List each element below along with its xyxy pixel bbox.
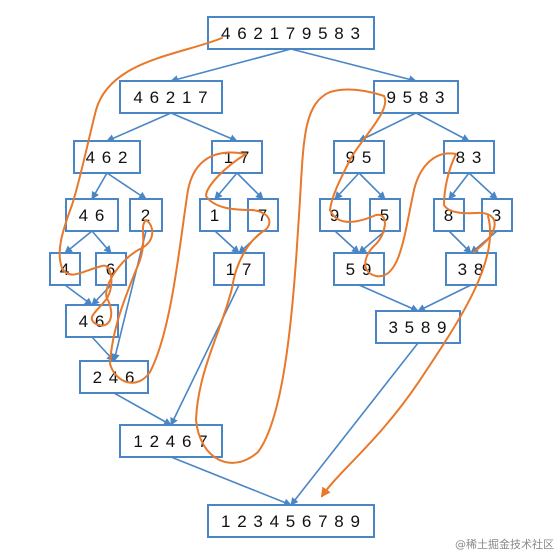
node-label: 8 3 bbox=[456, 148, 483, 167]
node-label: 4 6 bbox=[79, 312, 106, 331]
node-m3589: 3 5 8 9 bbox=[375, 310, 461, 344]
node-rr: 8 3 bbox=[443, 140, 495, 174]
node-label: 2 4 6 bbox=[93, 368, 136, 387]
node-m38: 3 8 bbox=[445, 252, 497, 286]
node-root: 4 6 2 1 7 9 5 8 3 bbox=[207, 16, 375, 50]
connector-arrow bbox=[358, 284, 419, 312]
connector-arrow bbox=[170, 284, 240, 426]
node-label: 1 bbox=[210, 206, 220, 225]
connector-arrow bbox=[417, 284, 472, 312]
node-rrr: 3 bbox=[481, 198, 513, 232]
connector-arrow bbox=[448, 172, 470, 200]
connector-arrow bbox=[106, 112, 172, 142]
node-label: 6 bbox=[106, 260, 116, 279]
node-label: 4 6 bbox=[79, 206, 106, 225]
node-label: 3 bbox=[492, 206, 502, 225]
node-label: 4 6 2 bbox=[86, 148, 129, 167]
connector-arrow bbox=[334, 230, 360, 254]
connector-arrow bbox=[358, 172, 386, 200]
connector-arrow bbox=[236, 172, 264, 200]
node-label: 8 bbox=[444, 206, 454, 225]
node-m17: 1 7 bbox=[213, 252, 265, 286]
connector-arrow bbox=[468, 172, 498, 200]
node-label: 9 5 8 3 bbox=[387, 88, 446, 107]
connector-arrow bbox=[111, 230, 147, 362]
connector-arrow bbox=[64, 230, 93, 254]
node-layer: 4 6 2 1 7 9 5 8 3 4 6 2 1 7 9 5 8 3 4 6 … bbox=[49, 16, 513, 538]
trace-path-left bbox=[58, 37, 496, 464]
node-label: 9 bbox=[330, 206, 340, 225]
connector-arrows bbox=[64, 48, 498, 507]
node-label: 4 6 2 1 7 bbox=[133, 88, 208, 107]
node-m246: 2 4 6 bbox=[79, 360, 149, 394]
connector-arrow bbox=[448, 230, 472, 254]
node-m12467: 1 2 4 6 7 bbox=[119, 424, 223, 458]
node-lll: 4 6 bbox=[65, 198, 119, 232]
node-label: 1 7 bbox=[226, 260, 253, 279]
node-rrl: 8 bbox=[433, 198, 465, 232]
connector-arrow bbox=[214, 230, 240, 254]
node-label: 4 bbox=[60, 260, 70, 279]
node-lrr: 7 bbox=[247, 198, 279, 232]
connector-arrow bbox=[106, 172, 147, 200]
node-label: 5 9 bbox=[346, 260, 373, 279]
node-label: 7 bbox=[258, 206, 268, 225]
connector-arrow bbox=[170, 456, 292, 507]
connector-arrow bbox=[358, 112, 417, 142]
node-r: 9 5 8 3 bbox=[373, 80, 459, 114]
node-label: 1 2 4 6 7 bbox=[133, 432, 208, 451]
node-l: 4 6 2 1 7 bbox=[119, 80, 223, 114]
connector-arrow bbox=[170, 48, 292, 84]
connector-arrow bbox=[290, 342, 419, 506]
connector-arrow bbox=[290, 48, 417, 84]
connector-arrow bbox=[113, 392, 172, 426]
node-lr: 1 7 bbox=[211, 140, 263, 174]
connector-arrow bbox=[170, 112, 238, 142]
node-label: 1 7 bbox=[224, 148, 251, 167]
node-label: 1 2 3 4 5 6 7 8 9 bbox=[221, 512, 361, 531]
node-lrl: 1 bbox=[199, 198, 231, 232]
node-label: 2 bbox=[141, 206, 151, 225]
node-final: 1 2 3 4 5 6 7 8 9 bbox=[207, 504, 375, 538]
node-label: 9 5 bbox=[346, 148, 373, 167]
connector-arrow bbox=[415, 112, 470, 142]
connector-arrow bbox=[214, 172, 238, 200]
node-label: 3 8 bbox=[458, 260, 485, 279]
node-label: 5 bbox=[380, 206, 390, 225]
node-label: 4 6 2 1 7 9 5 8 3 bbox=[221, 24, 361, 43]
connector-arrow bbox=[91, 230, 112, 254]
connector-arrow bbox=[91, 172, 108, 200]
connector-arrow bbox=[358, 230, 386, 254]
watermark: @稀土掘金技术社区 bbox=[455, 538, 554, 551]
recursion-trace bbox=[58, 37, 496, 498]
connector-arrow bbox=[64, 284, 93, 306]
connector-arrow bbox=[334, 172, 360, 200]
node-label: 3 5 8 9 bbox=[389, 318, 448, 337]
node-a4: 4 bbox=[49, 252, 81, 286]
node-llr: 2 bbox=[129, 198, 163, 232]
trace-path-final bbox=[320, 215, 492, 498]
node-rll: 9 bbox=[319, 198, 351, 232]
node-m59: 5 9 bbox=[333, 252, 385, 286]
